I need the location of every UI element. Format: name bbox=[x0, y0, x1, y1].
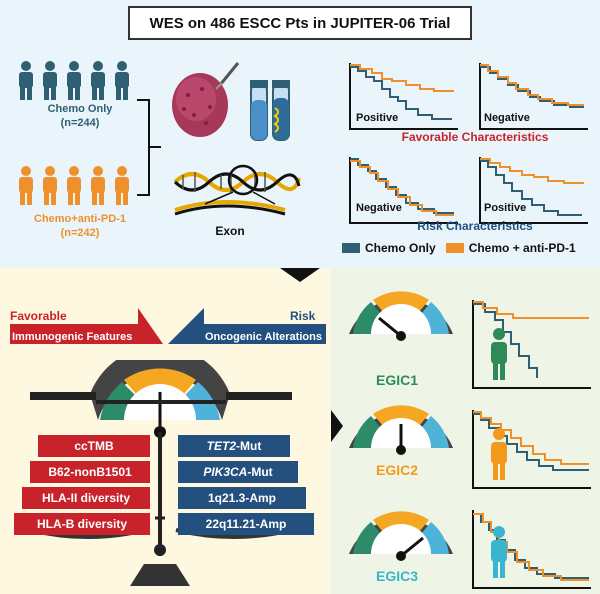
egic3-label: EGIC3 bbox=[376, 568, 419, 584]
favorable-arrow-banner bbox=[10, 308, 163, 344]
risk-subtitle: Oncogenic Alterations bbox=[205, 331, 322, 343]
chemo-group-name: Chemo Only bbox=[47, 103, 113, 115]
balance-banners bbox=[10, 308, 326, 344]
egic2-person-icon bbox=[491, 428, 507, 480]
risk-item: 1q21.3-Amp bbox=[178, 487, 306, 509]
risk-item: TET2-Mut bbox=[178, 435, 290, 457]
combo-group-name: Chemo+anti-PD-1 bbox=[34, 213, 126, 225]
legend-chemo-swatch bbox=[342, 243, 360, 253]
chemo-group-label: Chemo Only (n=244) bbox=[20, 102, 140, 130]
egic3-gauge-icon bbox=[349, 511, 453, 561]
right-arrow-icon bbox=[331, 410, 343, 442]
egic2-km bbox=[472, 410, 591, 489]
chemo-people-icon bbox=[19, 61, 129, 100]
favorable-item: B62-nonB1501 bbox=[30, 461, 150, 483]
risk-item: PIK3CA-Mut bbox=[178, 461, 298, 483]
favorable-item: ccTMB bbox=[38, 435, 150, 457]
page-title: WES on 486 ESCC Pts in JUPITER-06 Trial bbox=[128, 6, 472, 40]
egic2-gauge-icon bbox=[349, 405, 453, 455]
risk-item-suffix: -Mut bbox=[236, 439, 262, 453]
legend: Chemo Only Chemo + anti-PD-1 bbox=[342, 238, 597, 258]
risk-item-gene: TET2 bbox=[206, 439, 236, 453]
km-panel-top-left bbox=[349, 63, 458, 130]
legend-chemo-label: Chemo Only bbox=[365, 241, 436, 255]
risk-item-suffix: -Mut bbox=[247, 465, 273, 479]
combo-group-n: (n=242) bbox=[60, 227, 100, 239]
km-label-top-right: Negative bbox=[484, 112, 530, 124]
km-panels bbox=[349, 63, 588, 224]
km-panel-bottom-right bbox=[479, 157, 588, 224]
egic2-label: EGIC2 bbox=[376, 462, 419, 478]
balance-gauge-icon bbox=[90, 360, 230, 438]
km-panel-top-right bbox=[479, 63, 588, 130]
risk-item-gene: PIK3CA bbox=[203, 465, 248, 479]
test-tubes-icon bbox=[250, 80, 290, 141]
exon-dna-icon bbox=[173, 164, 301, 216]
group-bracket bbox=[137, 99, 161, 196]
favorable-item: HLA-B diversity bbox=[14, 513, 150, 535]
egic3-person-icon bbox=[491, 526, 507, 578]
down-arrow-icon bbox=[280, 268, 320, 282]
km-panel-bottom-left bbox=[349, 157, 458, 224]
legend-combo-swatch bbox=[445, 243, 464, 253]
risk-item: 22q11.21-Amp bbox=[178, 513, 314, 535]
legend-combo-label: Chemo + anti-PD-1 bbox=[468, 241, 576, 255]
km-label-top-left: Positive bbox=[356, 112, 399, 124]
egic1-gauge-icon bbox=[349, 291, 453, 341]
risk-characteristics-label: Risk Characteristics bbox=[417, 219, 533, 233]
favorable-item: HLA-II diversity bbox=[22, 487, 150, 509]
favorable-characteristics-label: Favorable Characteristics bbox=[401, 130, 549, 144]
risk-arrow-banner bbox=[168, 308, 326, 344]
favorable-title: Favorable bbox=[10, 309, 67, 323]
km-label-bottom-left: Negative bbox=[356, 202, 402, 214]
risk-item-suffix: 1q21.3-Amp bbox=[207, 491, 277, 505]
tissue-sample-icon bbox=[172, 62, 240, 137]
combo-group-label: Chemo+anti-PD-1 (n=242) bbox=[10, 212, 150, 240]
risk-title: Risk bbox=[290, 309, 316, 323]
egic1-label: EGIC1 bbox=[376, 372, 419, 388]
exon-label: Exon bbox=[215, 224, 245, 238]
egic-graphics bbox=[349, 291, 591, 589]
egic1-person-icon bbox=[491, 328, 507, 380]
egic3-km bbox=[472, 510, 591, 589]
egic1-km bbox=[472, 300, 591, 389]
risk-item-suffix: 22q11.21-Amp bbox=[205, 517, 287, 531]
favorable-subtitle: Immunogenic Features bbox=[12, 331, 133, 343]
combo-people-icon bbox=[19, 166, 129, 205]
chemo-group-n: (n=244) bbox=[60, 117, 100, 129]
km-label-bottom-right: Positive bbox=[484, 202, 527, 214]
